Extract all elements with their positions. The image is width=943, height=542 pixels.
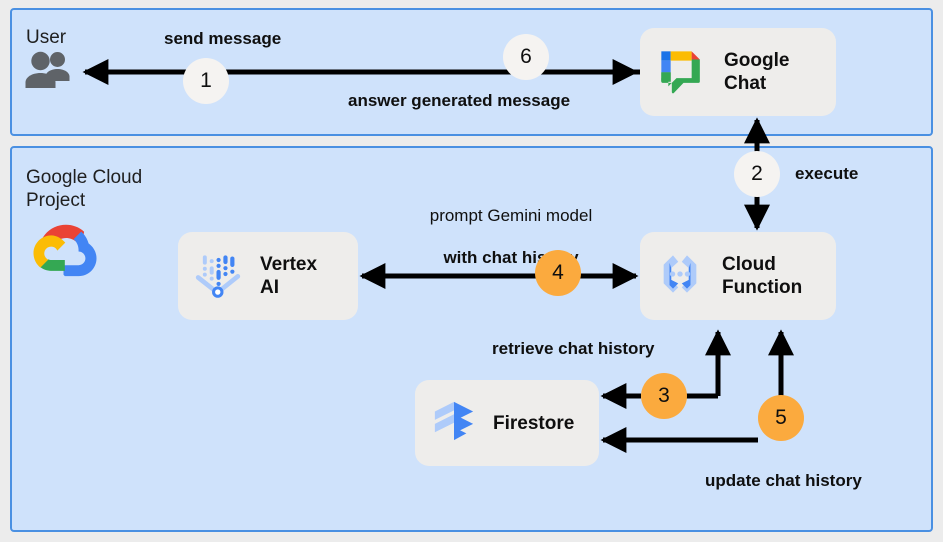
card-vertex-ai-label: Vertex AI <box>260 254 318 298</box>
step-badge-3: 3 <box>641 373 687 419</box>
label-send-message: send message <box>164 29 282 48</box>
users-icon <box>24 50 76 90</box>
panel-user-title: User <box>26 27 67 48</box>
step-badge-5: 5 <box>758 395 804 441</box>
step-badge-2: 2 <box>734 151 780 197</box>
card-cloud-function-label: Cloud Function <box>722 254 803 298</box>
label-retrieve-chat-history: retrieve chat history <box>492 339 655 358</box>
card-vertex-ai[interactable]: Vertex AI <box>178 232 358 320</box>
card-cloud-function[interactable]: Cloud Function <box>640 232 836 320</box>
label-prompt-line1: prompt Gemini model <box>429 206 593 225</box>
label-answer-generated-message: answer generated message <box>348 91 571 110</box>
google-chat-icon <box>652 42 708 103</box>
vertex-ai-icon <box>190 246 246 307</box>
google-cloud-logo <box>32 218 104 278</box>
step-badge-1: 1 <box>183 58 229 104</box>
card-google-chat-label: Google Chat <box>724 50 790 94</box>
step-badge-4: 4 <box>535 250 581 296</box>
label-prompt-gemini: prompt Gemini model with chat history <box>410 184 612 289</box>
panel-gcp-title: Google Cloud Project <box>26 167 143 211</box>
firestore-icon <box>427 394 481 453</box>
card-firestore[interactable]: Firestore <box>415 380 599 466</box>
step-badge-6: 6 <box>503 34 549 80</box>
label-update-chat-history: update chat history <box>705 471 862 490</box>
label-execute: execute <box>795 164 859 183</box>
label-prompt-line2: with chat history <box>443 248 579 267</box>
cloud-function-icon <box>652 246 708 307</box>
card-google-chat[interactable]: Google Chat <box>640 28 836 116</box>
card-firestore-label: Firestore <box>493 412 575 434</box>
